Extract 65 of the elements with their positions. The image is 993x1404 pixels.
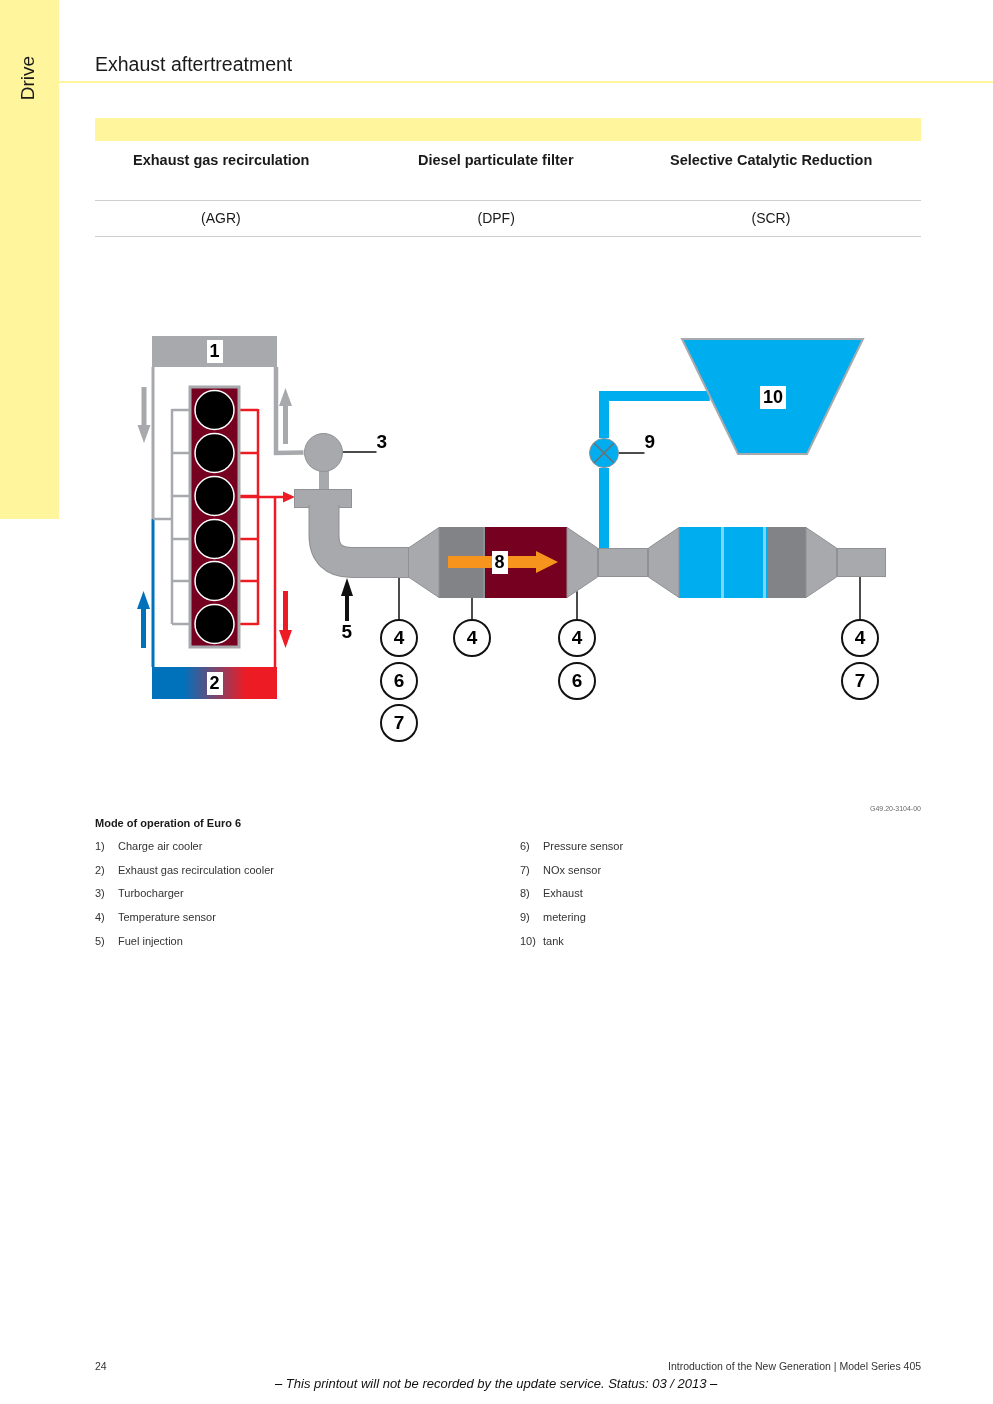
callout-number: 6 xyxy=(558,662,596,700)
metering-valve xyxy=(589,438,619,468)
print-notice: – This printout will not be recorded by the update service. Status: 03 / 2013 – xyxy=(275,1376,718,1392)
table-cell: (SCR) xyxy=(751,209,791,227)
legend-text: NOx sensor xyxy=(543,863,602,877)
pipe-line xyxy=(599,468,609,548)
pipe-line xyxy=(599,391,710,438)
callout-number: 4 xyxy=(558,619,596,657)
legend-number: 4) xyxy=(95,910,105,924)
tank xyxy=(682,339,863,454)
exhaust-pipe xyxy=(598,548,648,577)
table-cell: (AGR) xyxy=(201,209,241,227)
legend-text: tank xyxy=(543,934,564,948)
tail-pipe xyxy=(837,548,886,577)
legend-text: Turbocharger xyxy=(118,886,184,900)
legend-text: Fuel injection xyxy=(118,934,183,948)
leader-line xyxy=(398,577,400,620)
exhaust-pipe xyxy=(308,505,409,578)
callout-number: 4 xyxy=(453,619,491,657)
legend-text: Exhaust gas recirculation cooler xyxy=(118,863,274,877)
callout-number: 5 xyxy=(341,621,353,643)
legend-text: Pressure sensor xyxy=(543,839,624,853)
running-footer: Introduction of the New Generation | Model Series 405 xyxy=(668,1359,922,1373)
callout-number: 3 xyxy=(376,431,388,453)
callout-number: 7 xyxy=(380,704,418,742)
column-heading: Exhaust gas recirculation xyxy=(133,151,310,169)
legend-number: 5) xyxy=(95,934,105,948)
page-number: 24 xyxy=(95,1359,107,1373)
leader-line xyxy=(859,576,861,620)
egr-cooler xyxy=(152,667,277,699)
callout-number: 4 xyxy=(841,619,879,657)
legend-number: 3) xyxy=(95,886,105,900)
legend-text: Exhaust xyxy=(543,886,583,900)
legend-number: 9) xyxy=(520,910,530,924)
table-cell: (DPF) xyxy=(477,209,515,227)
column-heading: Selective Catalytic Reduction xyxy=(670,151,873,169)
pipe-line xyxy=(273,367,304,456)
leader-line xyxy=(618,452,646,454)
legend-number: 6) xyxy=(520,839,530,853)
callout-number: 8 xyxy=(491,551,508,574)
leader-line xyxy=(341,451,378,453)
figure-caption: Mode of operation of Euro 6 xyxy=(95,816,242,830)
callout-number: 1 xyxy=(206,340,223,363)
section-tab-label: Drive xyxy=(16,56,39,101)
callout-number: 4 xyxy=(380,619,418,657)
turbocharger xyxy=(303,432,343,472)
callout-number: 7 xyxy=(841,662,879,700)
legend-number: 7) xyxy=(520,863,530,877)
legend-number: 8) xyxy=(520,886,530,900)
charge-air-cooler xyxy=(152,336,277,367)
pointer-arrow xyxy=(341,578,353,621)
page-title: Exhaust aftertreatment xyxy=(95,52,293,76)
legend-number: 2) xyxy=(95,863,105,877)
callout-number: 9 xyxy=(644,431,656,453)
particulate-filter xyxy=(408,527,598,598)
legend-number: 10) xyxy=(520,934,536,948)
legend-number: 1) xyxy=(95,839,105,853)
callout-number: 6 xyxy=(380,662,418,700)
legend-text: metering xyxy=(543,910,586,924)
legend-text: Temperature sensor xyxy=(118,910,216,924)
legend-text: Charge air cooler xyxy=(118,839,203,853)
leader-line xyxy=(471,597,473,620)
callout-number: 2 xyxy=(206,672,223,695)
callout-number: 10 xyxy=(760,385,787,409)
column-heading: Diesel particulate filter xyxy=(418,151,574,169)
